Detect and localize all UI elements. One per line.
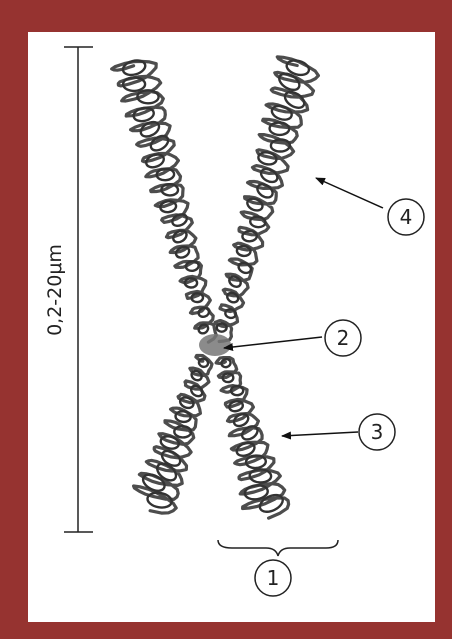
centromere (199, 334, 231, 356)
scale-label: 0,2-20μm (44, 244, 66, 336)
callout-3-label: 3 (371, 420, 384, 444)
callout-4: 4 (388, 199, 424, 235)
callout-3: 3 (359, 414, 395, 450)
callout-2: 2 (325, 320, 361, 356)
callout-4-label: 4 (400, 205, 413, 229)
callout-2-label: 2 (337, 326, 350, 350)
callout-1-label: 1 (267, 566, 280, 590)
callout-1: 1 (255, 560, 291, 596)
